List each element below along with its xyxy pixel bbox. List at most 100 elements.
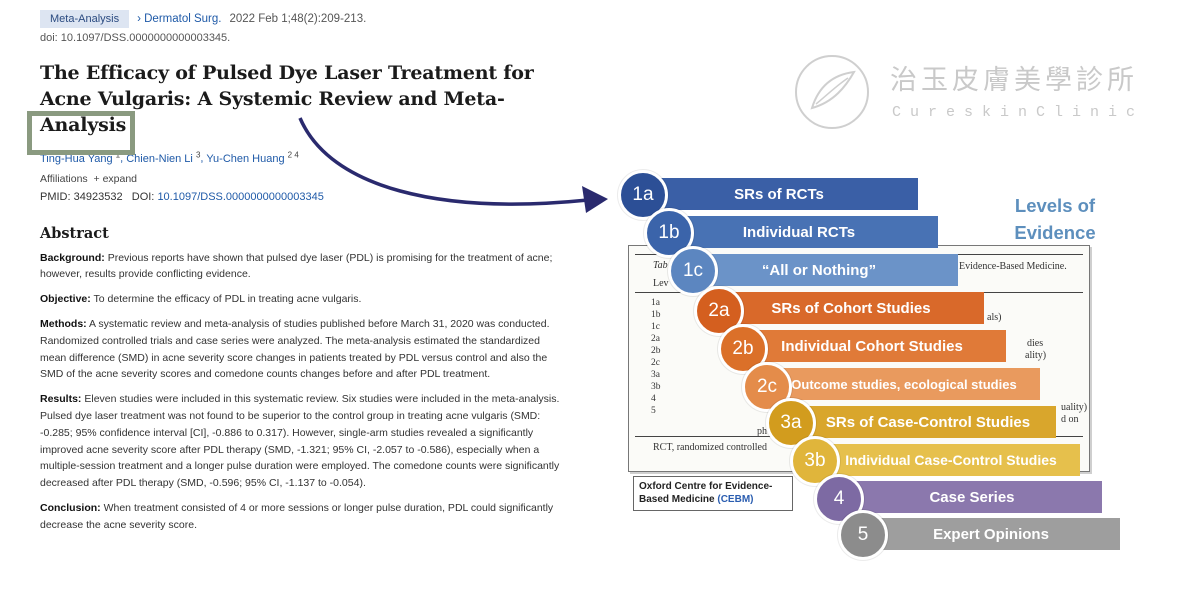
identifier-row: PMID: 34923532 DOI: 10.1097/DSS.00000000… [40,191,560,203]
level-bar-2b: Individual Cohort Studies [738,330,1006,362]
table-row-code: 1b [651,310,661,320]
level-badge-1a: 1a [618,170,668,220]
level-badge-1c: 1c [668,246,718,296]
publication-type-badge[interactable]: Meta-Analysis [40,10,130,28]
watermark-chinese: 治玉皮膚美學診所 [890,65,1138,96]
section-text: To determine the efficacy of PDL in trea… [93,293,362,306]
clinic-watermark: 治玉皮膚美學診所 CureskinClinic [790,52,1170,132]
abstract-conclusion: Conclusion: When treatment consisted of … [40,500,560,534]
level-badge-3b: 3b [790,436,840,486]
table-peek-text: dies [1027,338,1044,349]
table-peek-text: als) [987,312,1002,323]
table-header-fragment: Lev [653,278,669,289]
table-footer: RCT, randomized controlled [653,442,767,453]
author-link-3[interactable]: Yu-Chen Huang 2 4 [206,150,299,165]
abstract-objective: Objective: To determine the efficacy of … [40,291,560,308]
abstract-background: Background: Previous reports have shown … [40,250,560,284]
level-label: Individual RCTs [742,223,856,241]
level-bar-2c: Outcome studies, ecological studies [768,368,1040,400]
section-text: When treatment consisted of 4 or more se… [40,502,554,531]
cebm-credit: Oxford Centre for Evidence- Based Medici… [633,476,793,511]
title-line1: Levels of [1014,195,1096,216]
level-label: Individual Case-Control Studies [845,452,1057,468]
doi-label: DOI: [131,190,155,203]
expand-toggle[interactable]: + expand [93,172,138,185]
author-affil-sup[interactable]: 3 [195,150,201,159]
journal-link[interactable]: › Dermatol Surg. [137,13,221,25]
level-badge-3a: 3a [766,398,816,448]
abstract-results: Results: Eleven studies were included in… [40,391,560,492]
section-label: Results: [40,393,82,406]
abstract-methods: Methods: A systematic review and meta-an… [40,316,560,383]
author-name: Ting-Hua Yang [40,152,113,165]
level-badge-2c: 2c [742,362,792,412]
table-row-code: 1c [651,322,660,332]
pmid-label: PMID: [40,190,71,203]
table-row-code: 1a [651,298,660,308]
author-link-2[interactable]: Chien-Nien Li 3 [126,150,201,165]
level-bar-1a: SRs of RCTs [640,178,918,210]
level-label: Individual Cohort Studies [781,337,963,355]
level-bar-1c: “All or Nothing” [680,254,958,286]
author-affil-sup[interactable]: 2 4 [287,150,299,159]
table-row-code: 2c [651,358,660,368]
section-text: A systematic review and meta-analysis of… [40,318,550,381]
cebm-link[interactable]: (CEBM) [717,494,754,505]
table-caption-start: Tab [653,260,668,271]
level-label: “All or Nothing” [761,261,877,279]
affiliations-row: Affiliations + expand [40,173,560,185]
table-row-code: 3a [651,370,660,380]
doi-link[interactable]: 10.1097/DSS.0000000000003345 [157,190,324,203]
affiliations-label: Affiliations [40,172,88,185]
section-text: Eleven studies were included in this sys… [40,393,560,490]
table-peek-text: ph [757,426,767,437]
citation-text: 2022 Feb 1;48(2):209-213. [229,13,367,25]
article-panel: Meta-Analysis › Dermatol Surg. 2022 Feb … [40,10,560,542]
section-label: Methods: [40,318,87,331]
levels-of-evidence-title: Levels of Evidence [1010,192,1100,246]
level-label: Outcome studies, ecological studies [791,376,1017,392]
chevron-right-icon: › [137,13,141,25]
level-bar-1b: Individual RCTs [660,216,938,248]
table-peek-text: uality) [1061,402,1088,413]
citation-row: Meta-Analysis › Dermatol Surg. 2022 Feb … [40,10,560,28]
author-name: Yu-Chen Huang [206,152,285,165]
table-row-code: 2a [651,334,660,344]
table-row-code: 4 [651,394,656,404]
cebm-line2: Based Medicine [639,494,715,505]
doi-line: doi: 10.1097/DSS.0000000000003345. [40,32,231,44]
level-label: SRs of RCTs [734,185,824,203]
section-text: Previous reports have shown that pulsed … [40,251,553,281]
abstract-heading: Abstract [40,224,109,242]
level-badge-5: 5 [838,510,888,560]
level-bar-3b: Individual Case-Control Studies [822,444,1080,476]
level-bar-4: Case Series [842,481,1102,513]
article-title: The Efficacy of Pulsed Dye Laser Treatme… [40,62,534,136]
watermark-english: CureskinClinic [892,104,1145,121]
section-label: Objective: [40,293,91,306]
table-peek-text: d on [1061,414,1079,425]
level-bar-2a: SRs of Cohort Studies [718,292,984,324]
clinic-logo-icon [795,55,869,129]
level-bar-5: Expert Opinions [862,518,1120,550]
level-bar-3a: SRs of Case-Control Studies [800,406,1056,438]
level-label: SRs of Case-Control Studies [825,413,1031,431]
level-label: Expert Opinions [933,525,1049,543]
level-badge-2a: 2a [694,286,744,336]
author-highlight-box [27,111,135,155]
title-line2: Evidence [1014,222,1096,243]
table-row-code: 5 [651,406,656,416]
level-label: Case Series [929,488,1015,506]
cebm-line1: Oxford Centre for Evidence- [639,481,773,492]
table-row-code: 3b [651,382,661,392]
section-label: Background: [40,251,105,264]
author-list: Ting-Hua Yang 1, Chien-Nien Li 3, Yu-Che… [40,150,299,165]
table-caption-end: Evidence-Based Medicine. [959,261,1067,272]
table-row-code: 2b [651,346,661,356]
section-label: Conclusion: [40,502,101,515]
journal-name: Dermatol Surg. [144,13,222,25]
table-peek-text: ality) [1025,350,1047,361]
author-name: Chien-Nien Li [126,152,193,165]
level-badge-4: 4 [814,474,864,524]
